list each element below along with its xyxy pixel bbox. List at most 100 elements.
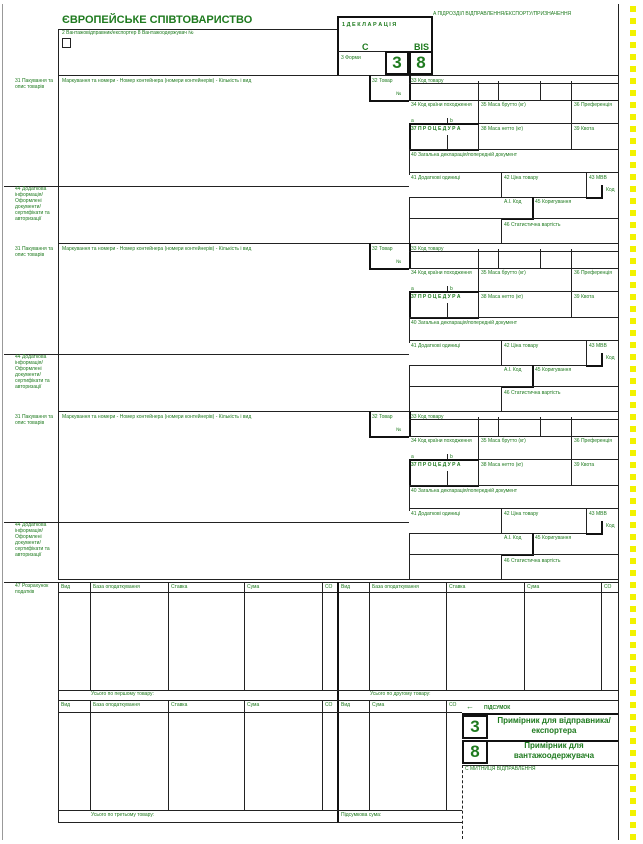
supp-units-label-2: 41 Додаткові одиниці <box>411 343 461 349</box>
origin-b-3: b <box>450 454 453 460</box>
procedure-label-1: 37 П Р О Ц Е Д У Р А <box>411 126 461 132</box>
item-label-1: 32 Товар <box>372 78 393 84</box>
price-label-1: 42 Ціна товару <box>504 175 539 181</box>
subtotal-label: Підсумкова сума: <box>341 812 382 818</box>
tax-rate-header-2: Ставка <box>449 584 466 590</box>
kod-label-1: Код <box>606 187 615 193</box>
item-label-2: 32 Товар <box>372 246 393 252</box>
pidsumok-arrow: ← <box>466 702 474 711</box>
form-title: ЄВРОПЕЙСЬКЕ СПІВТОВАРИСТВО <box>62 14 253 26</box>
origin-a-1: a <box>411 118 414 124</box>
preference-label-1: 36 Преференція <box>574 102 613 108</box>
copy-number-8-box: 8 <box>409 51 433 75</box>
stat-value-label-2: 46 Статистична вартість <box>504 390 561 396</box>
total-first-item: Усього по першому товару: <box>91 691 154 697</box>
copy-number-3-box: 3 <box>385 51 409 75</box>
dashed-separator <box>462 765 463 839</box>
preference-label-2: 36 Преференція <box>574 270 613 276</box>
net-mass-label-3: 38 Маса нетто (кг) <box>481 462 524 468</box>
origin-label-3: 34 Код країни походження <box>411 438 472 444</box>
customs-dispatch-label: C МИТНИЦЯ ВІДПРАВЛЕННЯ <box>465 766 536 772</box>
copy-3-number-box: 3 <box>462 715 488 739</box>
tax-type-header-2: Вид <box>341 584 351 590</box>
consignor-checkbox[interactable] <box>62 38 71 48</box>
mvv-label-3: 43 МВВ <box>589 511 607 517</box>
additional-info-label-1: 44 Додаткова інформація/ Оформлені докум… <box>15 186 50 222</box>
tax-base-header-3: База оподаткування <box>93 702 140 708</box>
gross-mass-label-3: 35 Маса брутто (кг) <box>481 438 526 444</box>
declaration-c: C <box>362 42 369 52</box>
gross-mass-label-2: 35 Маса брутто (кг) <box>481 270 526 276</box>
adjustment-label-1: 45 Коригування <box>535 199 572 205</box>
tax-so-header-4: СО <box>449 702 457 708</box>
total-third-item: Усього по третьому товару: <box>91 812 155 818</box>
tax-rate-header-3: Ставка <box>171 702 188 708</box>
preference-label-3: 36 Преференція <box>574 438 613 444</box>
copy-8-text: Примірник для вантажоодержувача <box>513 741 595 760</box>
consignor-label: 2 Вантажовідправник/експортер 8 Вантажоо… <box>62 30 194 36</box>
procedure-label-2: 37 П Р О Ц Е Д У Р А <box>411 294 461 300</box>
tax-sum-header-4: Сума <box>372 702 385 708</box>
marks-label-1: Маркування та номери - Номер контейнера … <box>62 78 252 84</box>
tax-calc-label: 47 Розрахунок податків <box>15 583 49 595</box>
item-label-3: 32 Товар <box>372 414 393 420</box>
tax-so-header-1: СО <box>325 584 333 590</box>
kod-label-2: Код <box>606 355 615 361</box>
copy-8-number-box: 8 <box>462 740 488 764</box>
adjustment-label-2: 45 Коригування <box>535 367 572 373</box>
quota-label-2: 39 Квота <box>574 294 595 300</box>
total-second-item: Усього по другому товару: <box>370 691 431 697</box>
prev-document-label-2: 40 Загальна декларація/попередній докуме… <box>411 320 518 326</box>
marks-label-3: Маркування та номери - Номер контейнера … <box>62 414 252 420</box>
net-mass-label-2: 38 Маса нетто (кг) <box>481 294 524 300</box>
ai-code-label-1: A.I. Код <box>504 199 522 205</box>
tax-type-header-3: Вид <box>61 702 71 708</box>
origin-label-2: 34 Код країни походження <box>411 270 472 276</box>
supp-units-label-1: 41 Додаткові одиниці <box>411 175 461 181</box>
quota-label-3: 39 Квота <box>574 462 595 468</box>
quota-label-1: 39 Квота <box>574 126 595 132</box>
gross-mass-label-1: 35 Маса брутто (кг) <box>481 102 526 108</box>
mvv-label-1: 43 МВВ <box>589 175 607 181</box>
stat-value-label-3: 46 Статистична вартість <box>504 558 561 564</box>
commodity-code-label-1: 33 Код товару <box>411 78 444 84</box>
net-mass-label-1: 38 Маса нетто (кг) <box>481 126 524 132</box>
item-no-label-2: № <box>396 259 402 265</box>
marks-label-2: Маркування та номери - Номер контейнера … <box>62 246 252 252</box>
tax-sum-header-3: Сума <box>247 702 260 708</box>
forms-label: 3 Форми <box>341 55 361 61</box>
ai-code-label-2: A.I. Код <box>504 367 522 373</box>
supp-units-label-3: 41 Додаткові одиниці <box>411 511 461 517</box>
declaration-bis: BIS <box>414 42 430 52</box>
tax-so-header-2: СО <box>604 584 612 590</box>
tax-base-header-2: База оподаткування <box>372 584 419 590</box>
mvv-label-2: 43 МВВ <box>589 343 607 349</box>
packaging-label-1: 31 Пакування та опис товарів <box>15 78 54 90</box>
procedure-label-3: 37 П Р О Ц Е Д У Р А <box>411 462 461 468</box>
dispatch-office-label: A ПІДРОЗДІЛ ВІДПРАВЛЕННЯ/ЕКСПОРТУ/ПРИЗНА… <box>433 11 572 17</box>
ai-code-label-3: A.I. Код <box>504 535 522 541</box>
pidsumok-label: ПІДСУМОК <box>484 705 511 711</box>
origin-a-2: a <box>411 286 414 292</box>
additional-info-label-2: 44 Додаткова інформація/ Оформлені докум… <box>15 354 50 390</box>
origin-label-1: 34 Код країни походження <box>411 102 472 108</box>
price-label-3: 42 Ціна товару <box>504 511 539 517</box>
prev-document-label-1: 40 Загальна декларація/попередній докуме… <box>411 152 518 158</box>
tax-sum-header-1: Сума <box>247 584 260 590</box>
stat-value-label-1: 46 Статистична вартість <box>504 222 561 228</box>
kod-label-3: Код <box>606 523 615 529</box>
copy-3-text: Примірник для відправника/експортера <box>497 716 611 735</box>
tax-type-header-1: Вид <box>61 584 71 590</box>
packaging-label-3: 31 Пакування та опис товарів <box>15 414 54 426</box>
additional-info-label-3: 44 Додаткова інформація/ Оформлені докум… <box>15 522 50 558</box>
tax-type-header-4: Вид <box>341 702 351 708</box>
tax-sum-header-2: Сума <box>527 584 540 590</box>
packaging-label-2: 31 Пакування та опис товарів <box>15 246 54 258</box>
tax-rate-header-1: Ставка <box>171 584 188 590</box>
tax-so-header-3: СО <box>325 702 333 708</box>
tax-base-header-1: База оподаткування <box>93 584 140 590</box>
commodity-code-label-3: 33 Код товару <box>411 414 444 420</box>
origin-b-2: b <box>450 286 453 292</box>
commodity-code-label-2: 33 Код товару <box>411 246 444 252</box>
origin-b-1: b <box>450 118 453 124</box>
